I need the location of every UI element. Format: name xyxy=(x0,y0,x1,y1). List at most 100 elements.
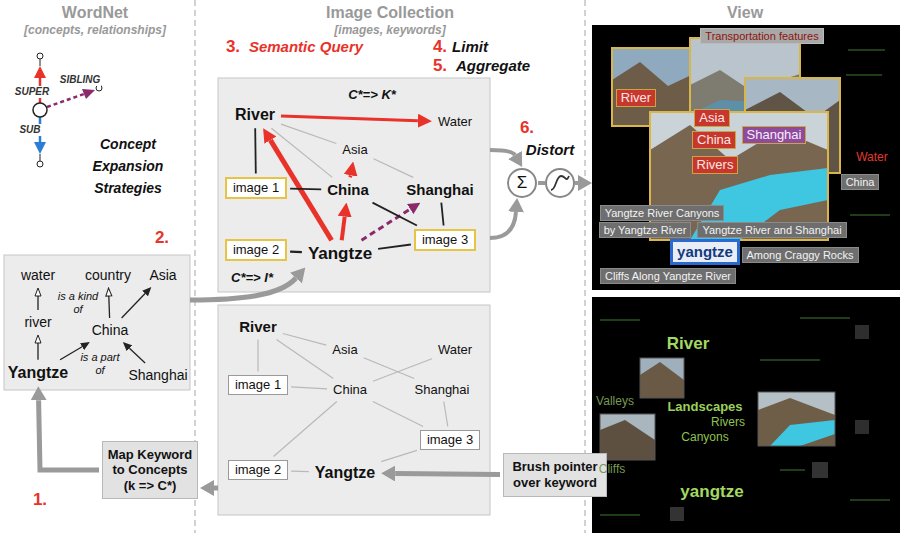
node-text: Asia xyxy=(332,343,357,358)
node-text: River xyxy=(621,91,651,106)
node-text: Shanghai xyxy=(406,181,474,198)
sibling-arrow-head xyxy=(82,89,95,99)
keyword-tag: China xyxy=(841,174,880,191)
keyword-tag: Asia xyxy=(694,109,729,128)
section-title: Concept Expansion Strategies xyxy=(82,133,174,199)
legend-end xyxy=(96,85,102,91)
connector xyxy=(108,296,110,318)
distort-curve xyxy=(551,176,569,190)
connector xyxy=(362,209,411,240)
view-panel xyxy=(592,297,900,533)
node-text: image 1 xyxy=(235,378,281,393)
node-text: Rivers xyxy=(697,158,734,173)
sibling-arrow xyxy=(47,94,84,107)
distort-circle xyxy=(546,169,574,197)
connector xyxy=(281,116,418,121)
node-text: China xyxy=(846,176,875,189)
keyword-word: Asia xyxy=(329,342,360,359)
connector xyxy=(254,128,256,173)
keyword-tag: River xyxy=(616,89,656,108)
faint-keyword xyxy=(800,317,850,319)
relation-label: is a part of xyxy=(78,351,122,377)
image-thumb-dim xyxy=(855,325,869,339)
node-text: River xyxy=(239,318,277,335)
view-keyword: Cliffs xyxy=(599,463,625,477)
graph-word: Yangtze xyxy=(5,363,71,383)
node-text: Yangtze xyxy=(308,244,372,264)
node-text: Shanghai xyxy=(415,383,470,398)
connector xyxy=(291,471,309,473)
connector xyxy=(276,340,333,379)
node-text: Water xyxy=(438,115,472,130)
connector xyxy=(257,340,258,372)
connector xyxy=(441,203,443,226)
sum-circle: Σ xyxy=(507,168,537,198)
faint-keyword xyxy=(850,214,890,216)
keyword-word: Shanghai xyxy=(412,382,473,399)
node-text: China xyxy=(697,133,731,148)
node-text: China xyxy=(327,181,369,198)
faint-keyword xyxy=(760,359,820,361)
legend-end xyxy=(37,161,43,167)
view-keyword: yangtze xyxy=(680,482,743,502)
column-heading: WordNet xyxy=(62,4,128,22)
faint-keyword xyxy=(600,514,640,516)
keyword-word: China xyxy=(330,382,370,399)
column-heading: View xyxy=(727,4,763,22)
mapping-label: C*=> K* xyxy=(348,88,396,103)
callout-number: 3. xyxy=(226,37,240,57)
graph-word: Asia xyxy=(146,266,179,284)
connector xyxy=(37,343,38,360)
step-title: Semantic Query xyxy=(249,38,363,55)
legend-end xyxy=(37,53,43,59)
image-box: image 1 xyxy=(225,177,287,200)
caption-tag: Yangtze River and Shanghai xyxy=(697,222,846,239)
view-keyword: Canyons xyxy=(681,431,728,445)
node-text: Among Craggy Rocks xyxy=(747,249,854,262)
node-text: China xyxy=(333,383,367,398)
photo-frame xyxy=(640,358,684,398)
node-text: image 1 xyxy=(233,181,279,196)
keyword-word: Water xyxy=(435,114,475,131)
relation-label: is a kind of xyxy=(56,290,100,316)
connector xyxy=(37,296,38,310)
node-text: Shanghai xyxy=(128,367,187,383)
faint-keyword xyxy=(848,49,885,51)
mapping-label: C*=> I* xyxy=(231,271,273,286)
node-text: Map Keyword to Concepts (k => C*) xyxy=(107,447,193,494)
column-heading: Image Collection xyxy=(326,4,454,22)
legend-stem xyxy=(40,154,41,161)
view-keyword: Water xyxy=(856,151,888,165)
column-subheading: [images, keywords] xyxy=(334,24,445,38)
image-box: image 3 xyxy=(414,229,476,252)
callout-number: 6. xyxy=(520,118,534,138)
faint-keyword xyxy=(846,74,882,76)
connector xyxy=(373,203,417,226)
image-box: image 1 xyxy=(228,375,288,396)
view-panel xyxy=(592,25,900,290)
faint-keyword xyxy=(780,469,805,471)
callout-number: 4. xyxy=(433,37,447,57)
node-text: River xyxy=(235,106,275,124)
step-title: Limit xyxy=(452,38,488,55)
caption-tag: by Yangtze River xyxy=(599,222,692,239)
connector xyxy=(342,217,345,241)
connector xyxy=(381,450,417,461)
legend-concept xyxy=(33,103,47,117)
image-thumb-dim xyxy=(670,507,684,521)
connector xyxy=(291,387,327,389)
collection-panel xyxy=(218,305,490,515)
node-text: Yangtze xyxy=(8,364,68,382)
caption-tag: Among Craggy Rocks xyxy=(742,247,859,264)
keyword-tag: Transportation features xyxy=(700,28,823,45)
caption-tag: Yangtze River Canyons xyxy=(600,205,725,222)
photo-mountain xyxy=(640,362,684,398)
node-text: river xyxy=(24,314,51,330)
relation-label: SUPER xyxy=(14,86,50,98)
step-title: Distort xyxy=(526,141,574,158)
map-keyword-box: Map Keyword to Concepts (k => C*) xyxy=(102,441,198,500)
photo-frame xyxy=(758,392,835,446)
node-text: image 2 xyxy=(233,243,279,258)
connector xyxy=(39,400,99,470)
photo-river xyxy=(770,420,835,446)
